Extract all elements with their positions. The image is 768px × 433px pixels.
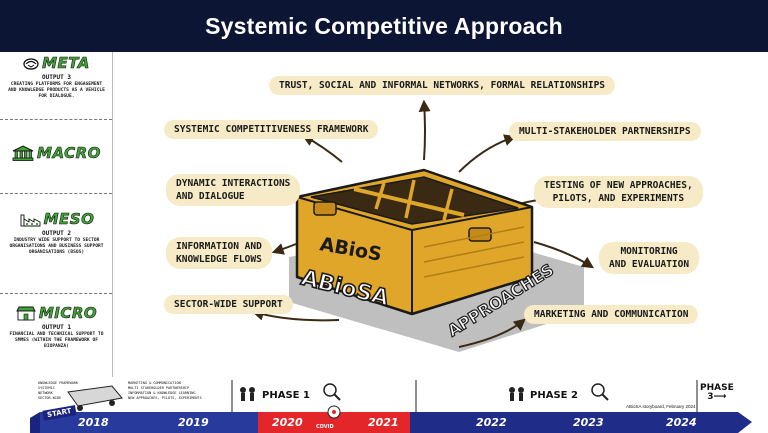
level-micro-output-text: FINANCIAL AND TECHNICAL SUPPORT TO SMMES…: [9, 332, 104, 349]
label-monitoring: MONITORING AND EVALUATION: [599, 242, 700, 274]
arrow-framework: [301, 134, 343, 163]
start-approaches-list-left: KNOWLEDGE FRAMEWORK SYSTEMIC NETWORK SEC…: [38, 381, 79, 400]
start-approaches-list-right: MARKETING & COMMUNICATION MULTI STAKEHOL…: [128, 381, 202, 400]
phase2-people-icon: [509, 387, 524, 401]
label-testing: TESTING OF NEW APPROACHES, PILOTS, AND E…: [534, 176, 703, 208]
phase2-label: PHASE 2: [530, 390, 578, 401]
level-meta: META OUTPUT 3 CREATING PLATFORMS FOR ENG…: [0, 54, 113, 100]
phase1-label: PHASE 1: [262, 390, 310, 401]
level-meso-output-text: INDUSTRY WIDE SUPPORT TO SECTOR ORGANISA…: [9, 238, 104, 255]
level-meso-output-label: OUTPUT 2: [42, 230, 71, 237]
magnifier-icon: [323, 383, 341, 401]
level-meta-output-label: OUTPUT 3: [42, 74, 71, 81]
storyboard-caption: ABioSA storyboard, February 2024: [626, 404, 696, 409]
year-label: 2019: [178, 416, 209, 429]
phase3-arrow: 3⟶: [707, 392, 727, 402]
divider: [0, 119, 112, 120]
label-multi: MULTI-STAKEHOLDER PARTNERSHIPS: [509, 122, 701, 141]
label-sector: SECTOR-WIDE SUPPORT: [164, 295, 293, 314]
level-macro-name: MACRO: [37, 144, 101, 163]
toolbox-illustration: ABioS: [295, 168, 534, 316]
factory-icon: [20, 214, 41, 226]
arrow-trust: [418, 99, 431, 161]
year-label: 2022: [476, 416, 507, 429]
timeline-bar: [0, 378, 768, 433]
start-cart-icon: [67, 385, 123, 411]
label-info: INFORMATION AND KNOWLEDGE FLOWS: [166, 237, 272, 269]
title-bar: Systemic Competitive Approach: [0, 0, 768, 52]
timeline: KNOWLEDGE FRAMEWORK SYSTEMIC NETWORK SEC…: [0, 378, 768, 433]
page-title: Systemic Competitive Approach: [205, 12, 563, 39]
phase1-people-icon: [240, 387, 255, 401]
arrow-monitoring: [533, 241, 595, 269]
year-label: 2018: [78, 416, 109, 429]
diagram-graphics: ABioS ABioSA APPROACHES: [251, 99, 595, 352]
levels-sidebar: META OUTPUT 3 CREATING PLATFORMS FOR ENG…: [0, 52, 113, 377]
approaches-diagram: ABioS ABioSA APPROACHES TRUST, SOCIAL AN…: [114, 52, 768, 377]
level-micro-name: MICRO: [38, 304, 98, 323]
level-macro: MACRO: [0, 144, 113, 162]
arrow-info: [271, 243, 297, 255]
label-marketing: MARKETING AND COMMUNICATION: [524, 305, 699, 324]
level-meta-name: META: [42, 54, 90, 73]
level-micro-output-label: OUTPUT 1: [42, 324, 71, 331]
level-micro: MICRO OUTPUT 1 FINANCIAL AND TECHNICAL S…: [0, 304, 113, 350]
covid-label: COVID: [316, 424, 334, 430]
level-meso-name: MESO: [43, 210, 95, 229]
year-label: 2024: [666, 416, 697, 429]
arrow-multi: [458, 134, 517, 173]
covid-virus-icon: [327, 405, 341, 419]
year-label: 2020: [272, 416, 303, 429]
label-dynamic: DYNAMIC INTERACTIONS AND DIALOGUE: [166, 174, 301, 206]
label-trust: TRUST, SOCIAL AND INFORMAL NETWORKS, FOR…: [269, 76, 616, 95]
year-label: 2021: [368, 416, 399, 429]
level-meta-output-text: CREATING PLATFORMS FOR ENGAGEMENT AND KN…: [8, 82, 105, 99]
phase3-label: PHASE 3⟶: [700, 383, 734, 402]
divider: [0, 193, 112, 194]
level-meso: MESO OUTPUT 2 INDUSTRY WIDE SUPPORT TO S…: [0, 210, 113, 256]
arrow-marketing: [458, 318, 526, 348]
government-building-icon: [12, 145, 34, 161]
handshake-icon: [23, 57, 39, 70]
divider: [0, 293, 112, 294]
label-framework: SYSTEMIC COMPETITIVENESS FRAMEWORK: [164, 120, 379, 139]
year-label: 2023: [573, 416, 604, 429]
magnifier-icon: [591, 383, 609, 401]
shop-icon: [16, 306, 36, 320]
